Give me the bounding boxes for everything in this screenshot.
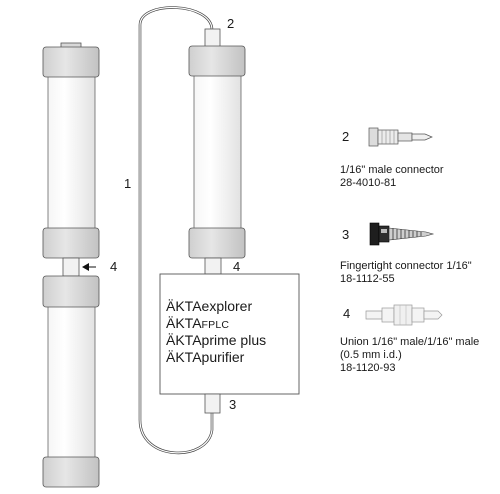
male-connector-icon xyxy=(368,127,433,147)
part-4-code: 18-1120-93 xyxy=(340,362,396,374)
left-column-lower xyxy=(42,275,100,488)
part-2-code: 28-4010-81 xyxy=(340,177,397,189)
part-4-detail: (0.5 mm i.d.) xyxy=(340,349,402,361)
part-3-number: 3 xyxy=(342,227,350,242)
system-name-fplc-main: ÄKTA xyxy=(166,315,202,331)
left-column-upper xyxy=(42,42,100,259)
part-4-number: 4 xyxy=(343,306,351,321)
fingertight-connector-icon xyxy=(369,222,435,246)
system-name-prime-plus: ÄKTAprime plus xyxy=(166,332,267,348)
label-tubing-number: 1 xyxy=(124,176,132,191)
system-name-fplc-suffix: FPLC xyxy=(201,319,230,331)
system-name-explorer: ÄKTAexplorer xyxy=(166,298,253,314)
union-connector-icon xyxy=(365,304,443,326)
system-name-fplc: ÄKTAFPLC xyxy=(166,315,229,334)
part-2-number: 2 xyxy=(342,129,350,144)
system-name-purifier: ÄKTApurifier xyxy=(166,349,245,365)
label-left-union-number: 4 xyxy=(110,259,118,274)
bottom-connector xyxy=(204,393,221,414)
part-4-name: Union 1/16" male/1/16" male xyxy=(340,336,480,348)
label-top-connector-number: 2 xyxy=(227,16,235,31)
part-3-code: 18-1112-55 xyxy=(340,273,395,285)
part-3-name: Fingertight connector 1/16" xyxy=(340,260,472,272)
label-right-union-number: 4 xyxy=(233,259,241,274)
label-bottom-connector-number: 3 xyxy=(229,397,237,412)
right-column xyxy=(188,28,246,275)
left-union-connector xyxy=(62,257,96,277)
part-2-name: 1/16" male connector xyxy=(340,164,444,176)
arrow-icon xyxy=(82,263,89,271)
system-box xyxy=(159,273,300,395)
